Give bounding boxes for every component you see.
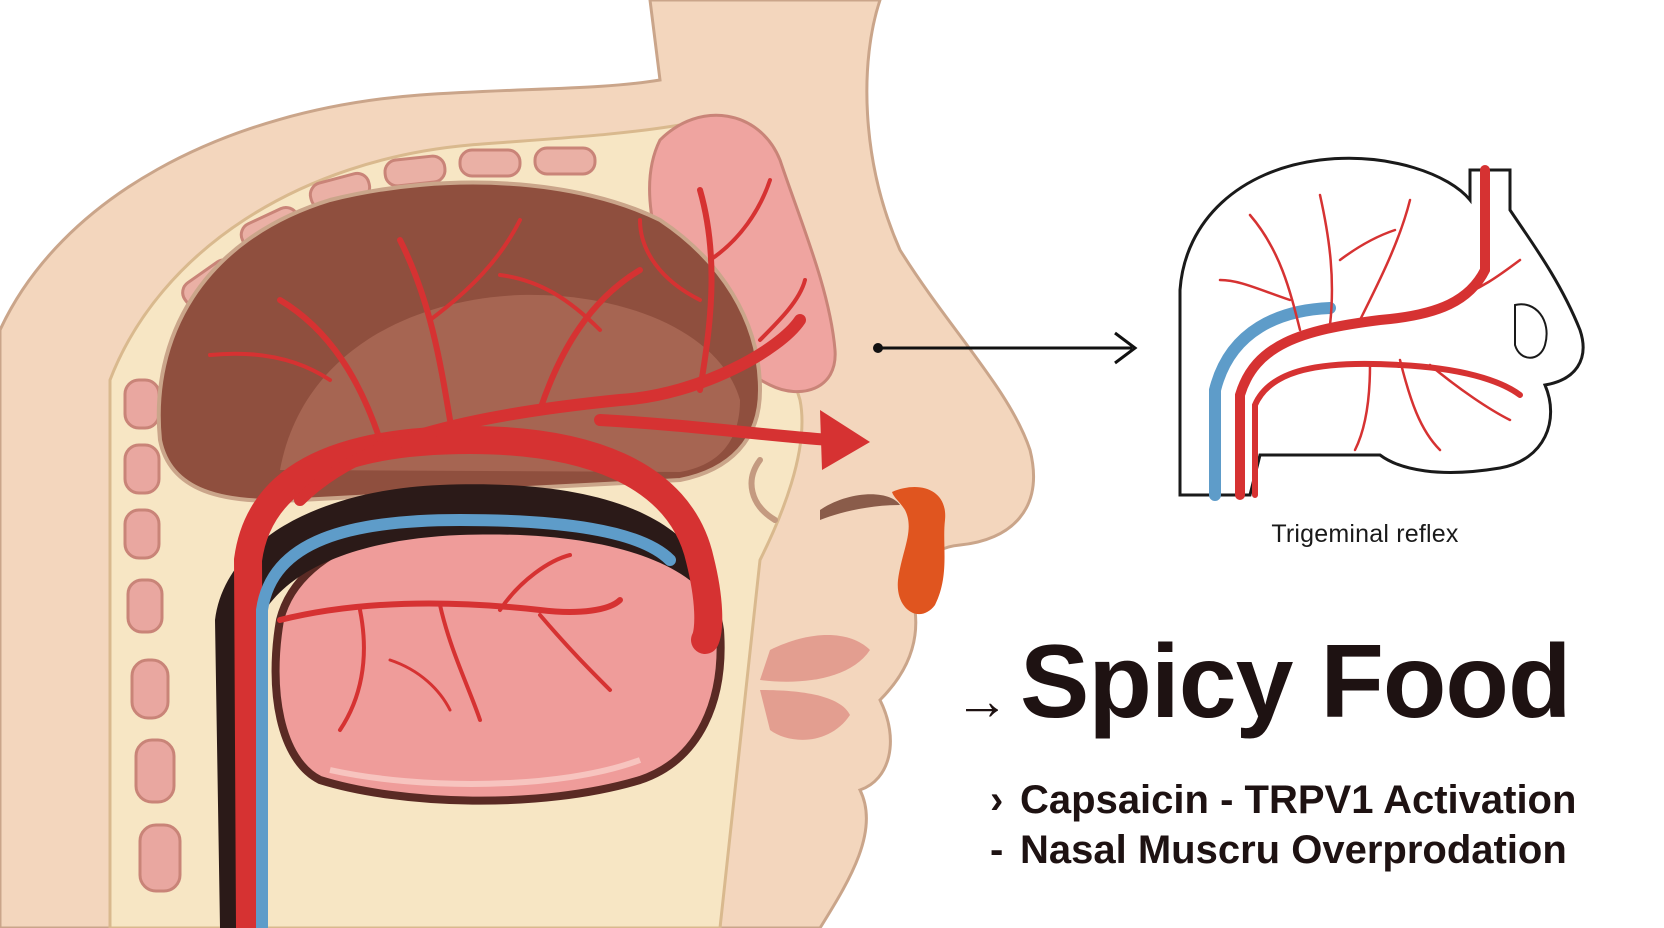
inset-nose-cartilage — [1514, 303, 1548, 359]
tongue-artery-branches — [277, 553, 623, 732]
point-text: Nasal Muscru Overprodation — [1020, 828, 1567, 872]
flow-arrow-shaft — [594, 414, 836, 446]
nasal-cavity-inner — [280, 294, 740, 472]
point-capsaicin: › Capsaicin - TRPV1 Activation — [990, 780, 1576, 820]
inset-vein — [1209, 302, 1336, 501]
point-nasal: -Nasal Muscru Overprodation — [990, 830, 1567, 870]
upper-lip — [760, 635, 870, 682]
main-artery — [233, 425, 723, 928]
inset-diagram — [1178, 156, 1585, 501]
inset-caption: Trigeminal reflex — [1271, 520, 1459, 548]
pharynx — [215, 484, 710, 928]
nasal-drip-icon — [892, 487, 946, 615]
cavity-artery-branches — [208, 178, 807, 506]
point-text: Capsaicin - TRPV1 Activation — [1020, 778, 1577, 822]
inset-artery-2 — [1252, 360, 1523, 498]
nose-fold — [748, 457, 778, 523]
pointer-arrowhead-icon — [1114, 331, 1138, 365]
main-title: Spicy Food — [1020, 624, 1571, 740]
point-bullet: › — [990, 778, 1004, 822]
point-bullet: - — [990, 828, 1004, 872]
vertebra-segments — [123, 378, 182, 893]
vein — [256, 513, 676, 928]
lower-lip — [760, 690, 850, 740]
arrow-right-icon — [820, 410, 870, 470]
pointer-dot — [873, 343, 883, 353]
tongue-highlight — [329, 757, 642, 787]
inset-artery-branches — [1218, 193, 1522, 452]
title-arrow-icon: → — [955, 671, 1009, 731]
nostril — [820, 494, 900, 520]
